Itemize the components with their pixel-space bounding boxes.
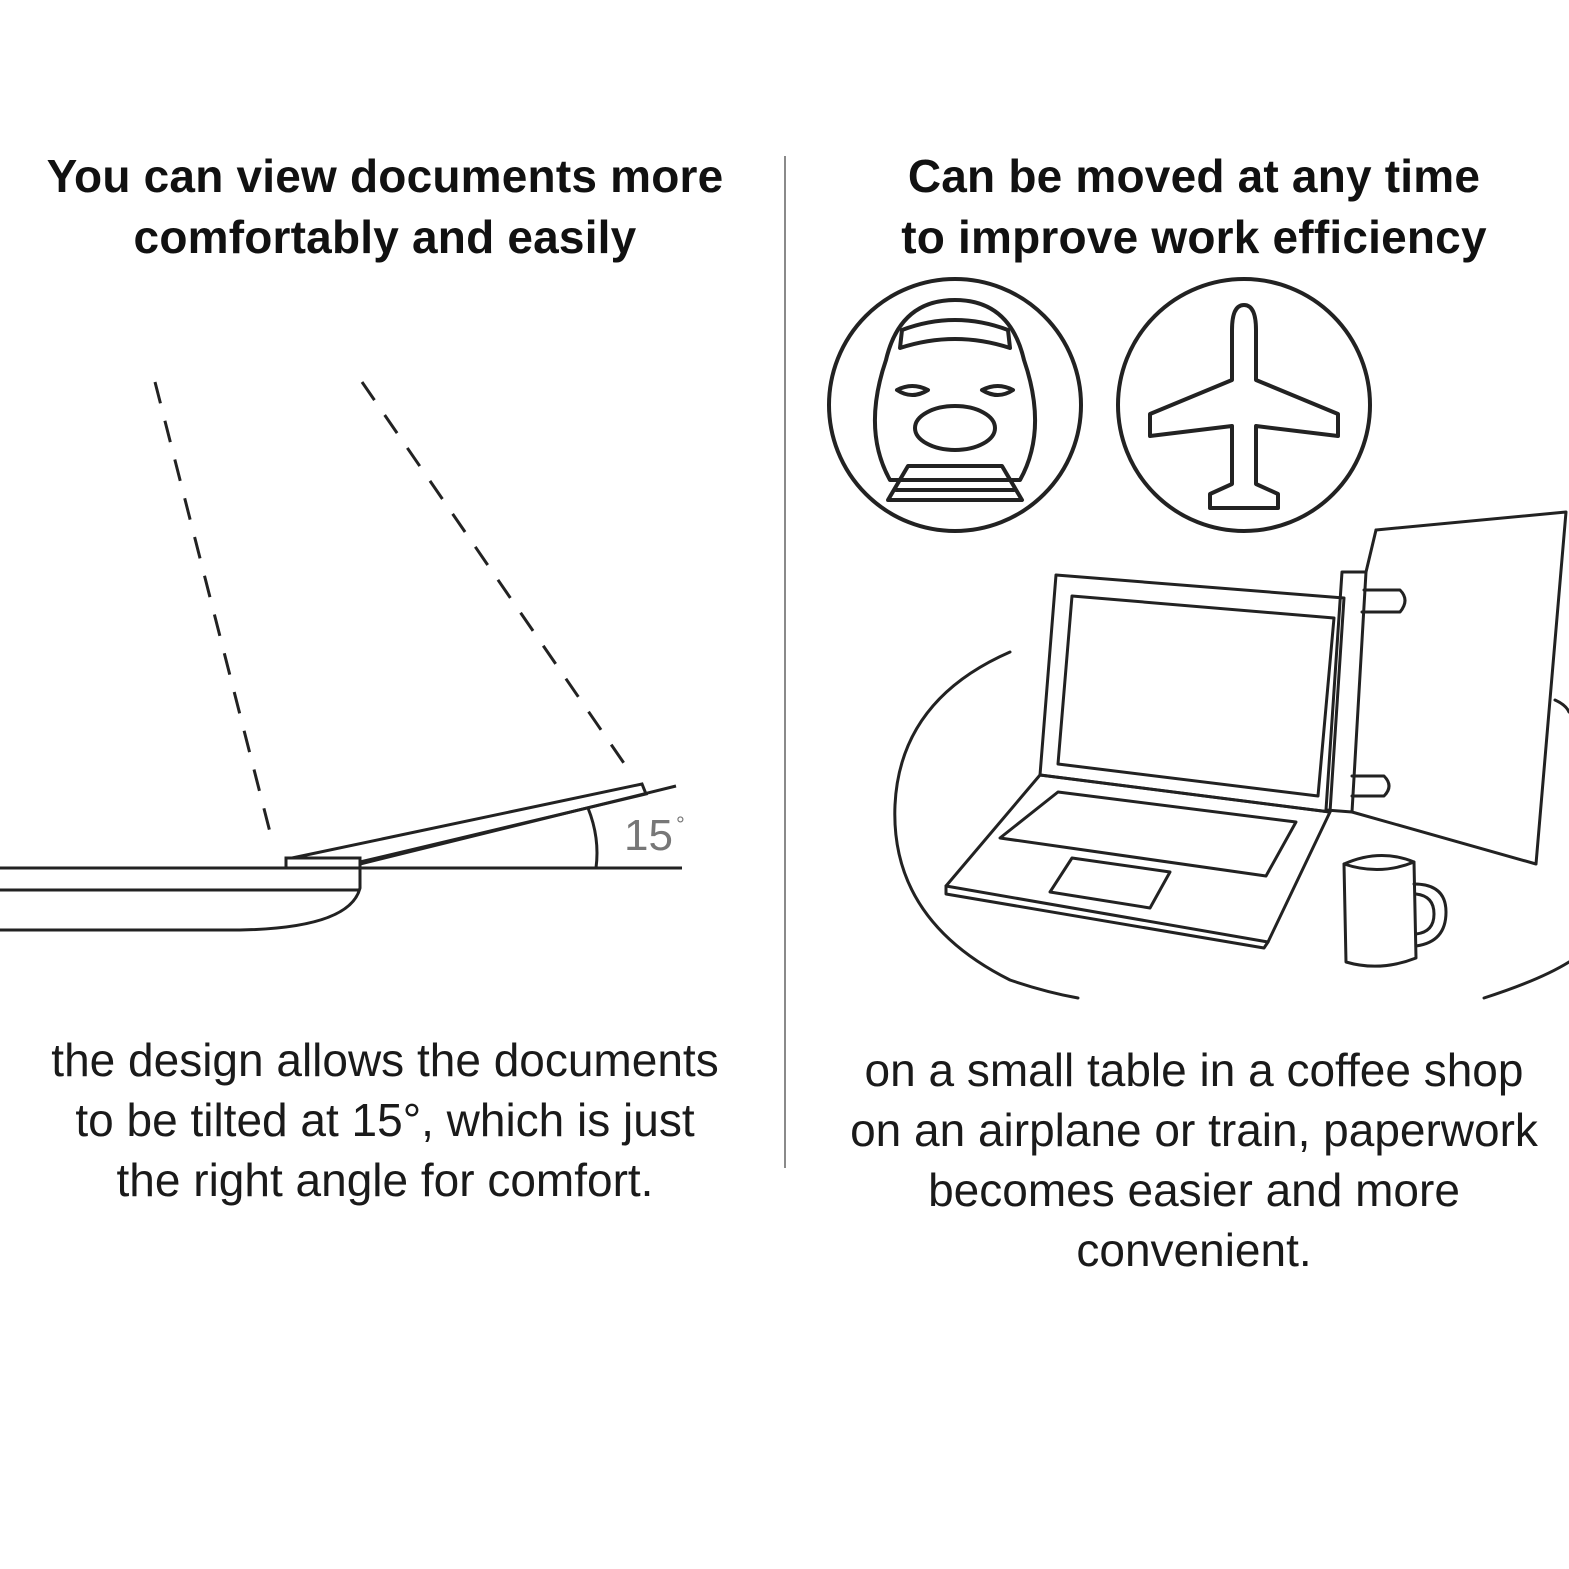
round-table-icon [893, 650, 1080, 1000]
heading-left-line-2: comfortably and easily [133, 211, 637, 263]
airplane-icon [1116, 277, 1372, 533]
angle-label: 15 [624, 811, 673, 860]
caption-right-line-4: convenient. [1076, 1224, 1312, 1276]
laptop-icon [944, 573, 1346, 950]
angle-degree-symbol: ° [676, 812, 685, 837]
panel-divider [784, 156, 786, 1168]
heading-right-line-1: Can be moved at any time [907, 150, 1481, 202]
caption-left-line-1: the design allows the documents [51, 1034, 719, 1086]
caption-right-line-2: on an airplane or train, paperwork [850, 1104, 1538, 1156]
caption-right-line-1: on a small table in a coffee shop [864, 1044, 1524, 1096]
caption-left: the design allows the documents to be ti… [10, 1030, 760, 1210]
coffee-mug-icon [1342, 853, 1448, 968]
heading-left-line-1: You can view documents more [46, 150, 724, 202]
stand-base-icon [0, 866, 362, 932]
train-icon [827, 277, 1083, 533]
caption-left-line-3: the right angle for comfort. [116, 1154, 654, 1206]
caption-right-line-3: becomes easier and more [928, 1164, 1460, 1216]
heading-right: Can be moved at any time to improve work… [822, 146, 1566, 268]
heading-left: You can view documents more comfortably … [10, 146, 760, 268]
caption-left-line-2: to be tilted at 15°, which is just [75, 1094, 695, 1146]
angle-arc [586, 807, 599, 869]
heading-right-line-2: to improve work efficiency [901, 211, 1487, 263]
document-holder-icon [1324, 510, 1568, 866]
caption-right: on a small table in a coffee shop on an … [822, 1040, 1566, 1280]
tilted-stand-illustration: 15 ° [0, 381, 685, 932]
